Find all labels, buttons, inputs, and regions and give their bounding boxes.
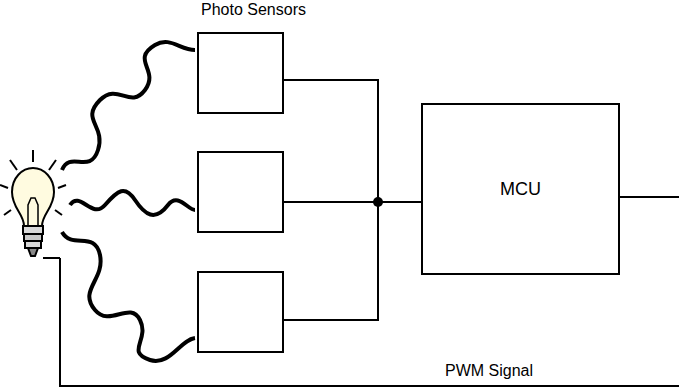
photo-sensor-box	[198, 33, 283, 352]
group-label: Photo Sensors	[199, 1, 308, 19]
wire	[43, 80, 679, 386]
junction-dot	[373, 197, 383, 207]
signal-name: PWM Signal	[443, 362, 535, 380]
mcu-box: MCU	[421, 103, 620, 275]
light-bulb	[0, 150, 66, 256]
light-wave	[62, 42, 195, 361]
box-label: MCU	[500, 179, 541, 200]
